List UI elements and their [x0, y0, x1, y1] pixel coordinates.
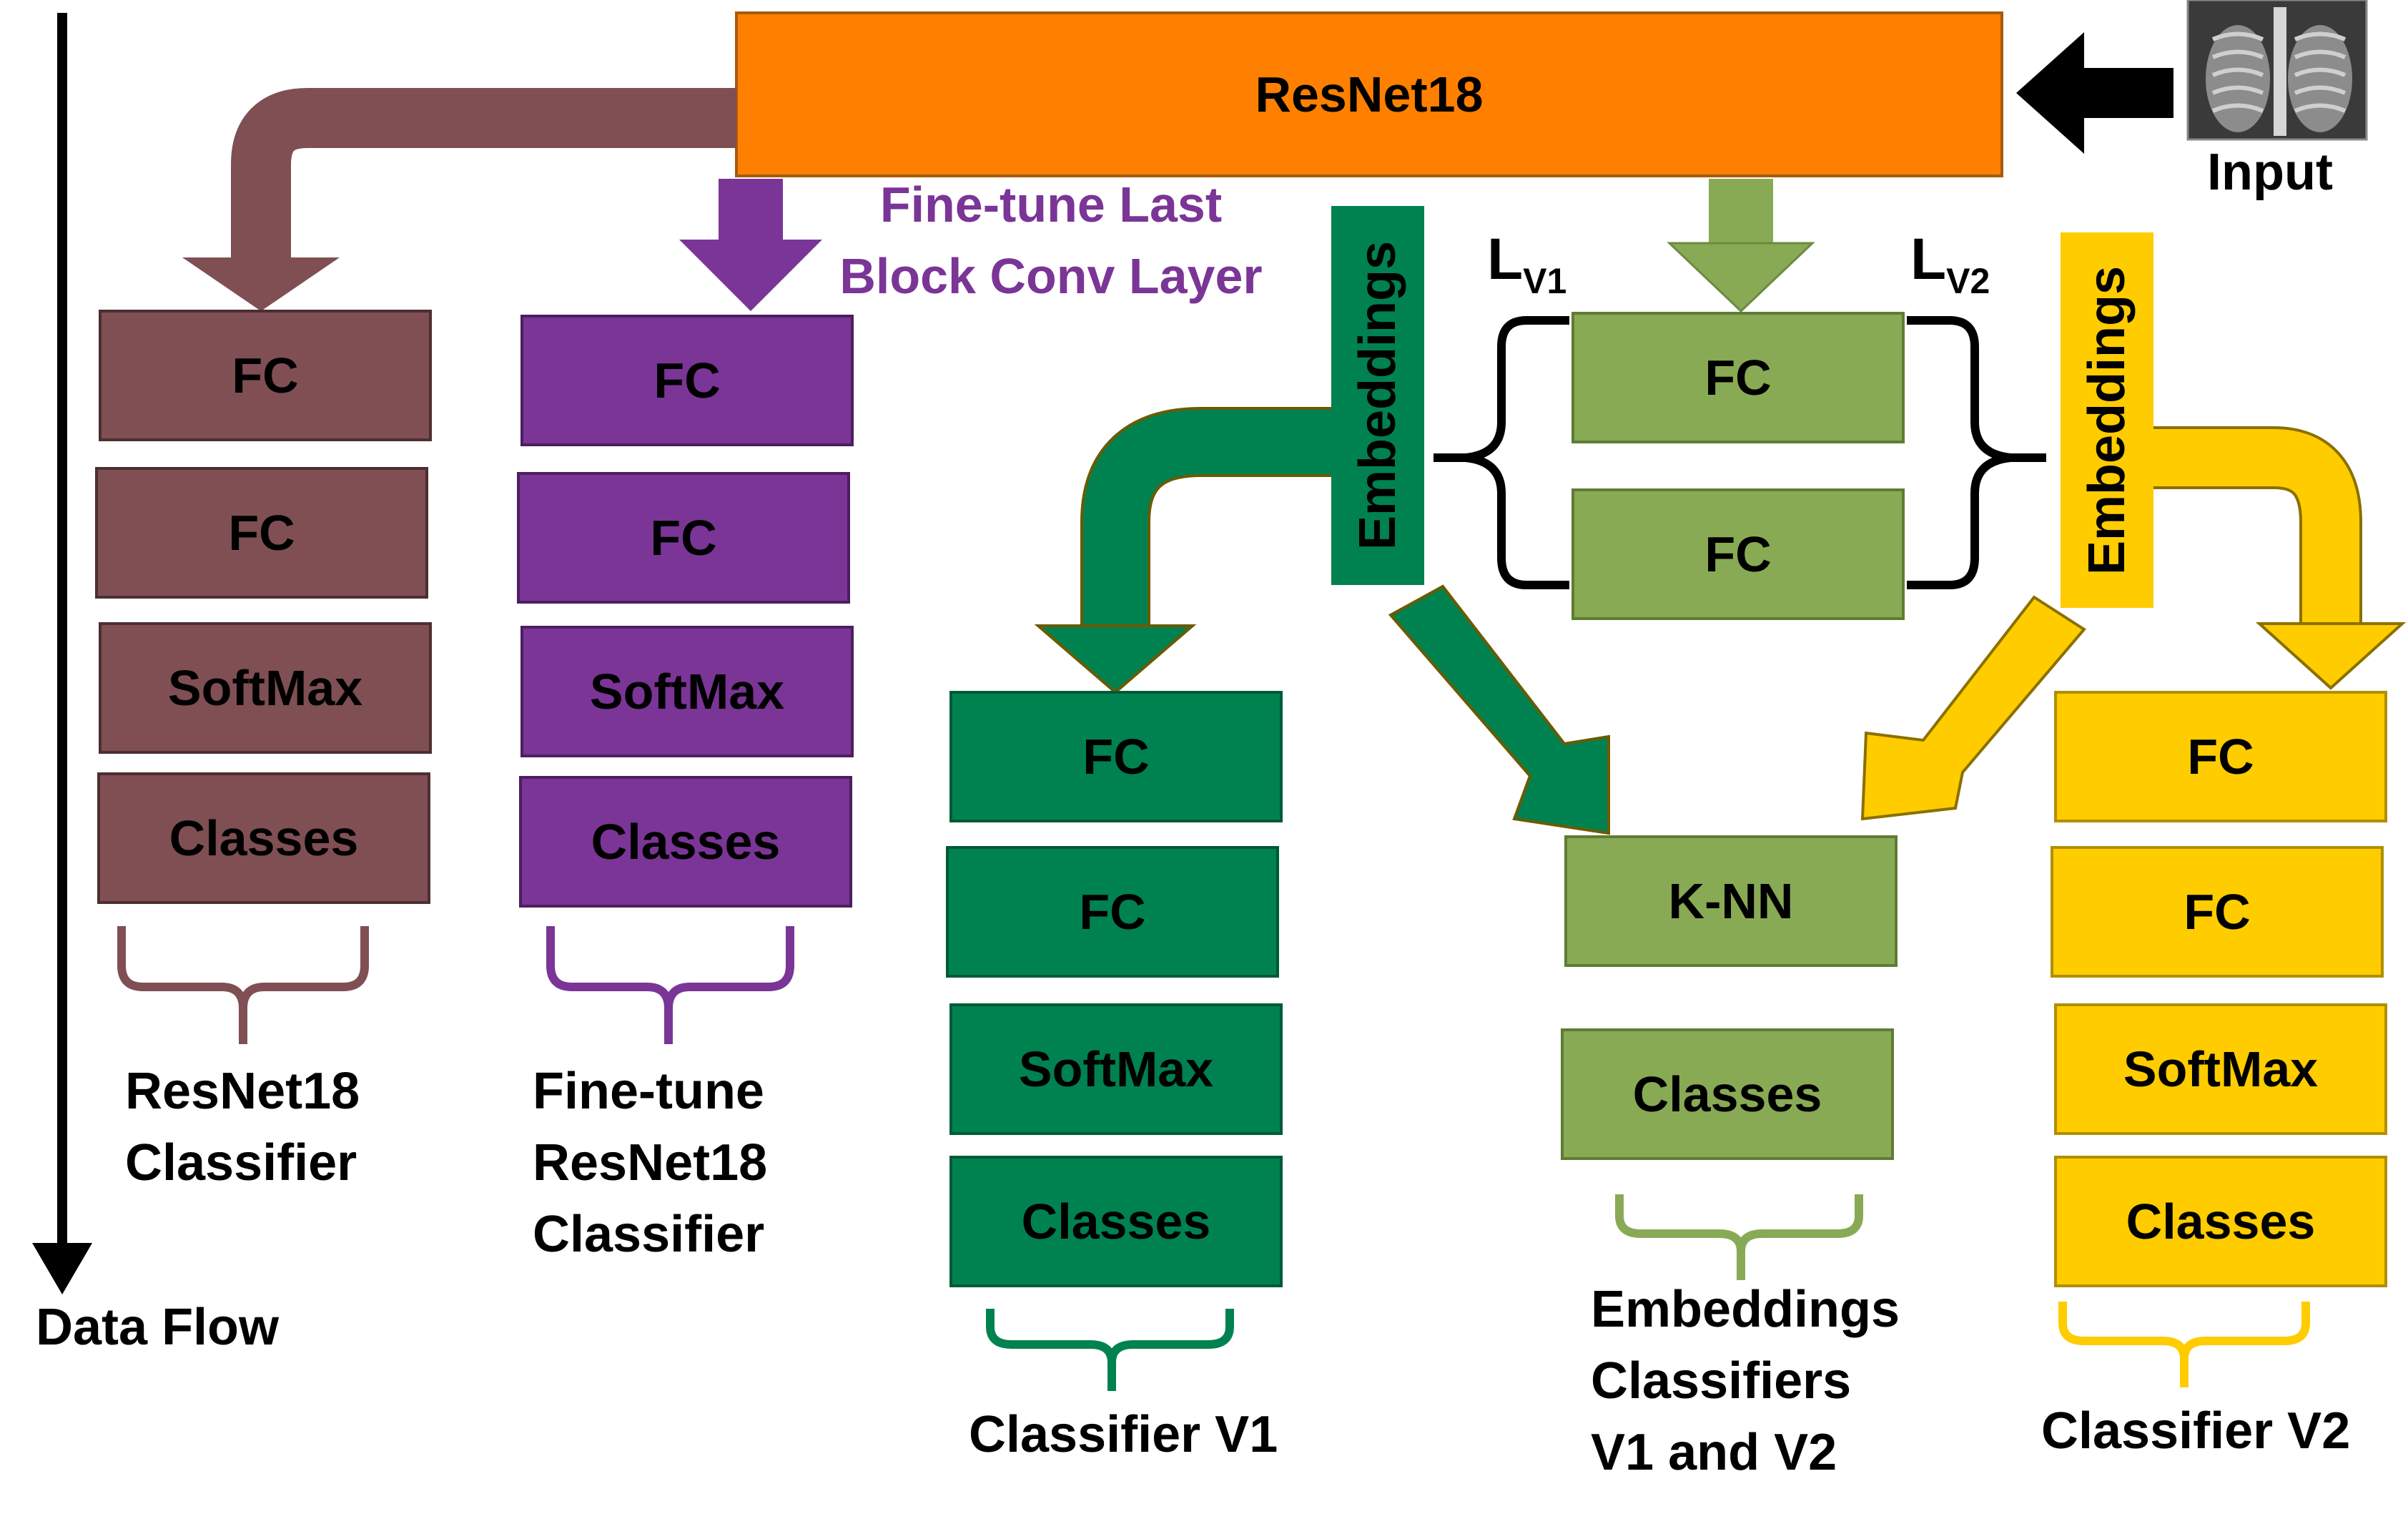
finetune-note-line2: Block Conv Layer — [839, 248, 1262, 304]
knn-caption-2: Classifiers — [1591, 1352, 1851, 1410]
classifier-v1-brace — [986, 1309, 1234, 1391]
resnet18-classifier-stack: FC FC SoftMax Classes — [95, 310, 432, 904]
v2-classes-label: Classes — [2126, 1194, 2316, 1249]
finetune-classifier-caption-2: ResNet18 — [533, 1134, 767, 1191]
finetune-softmax-label: SoftMax — [590, 664, 784, 719]
embeddings-v2-label: Embeddings — [2078, 266, 2136, 575]
lv2-brace — [1907, 316, 2046, 589]
resnet18-backbone-box — [735, 11, 2003, 177]
embeddings-v2-to-knn-arrow — [1860, 595, 2087, 821]
classifier-v2-stack: FC FC SoftMax Classes — [2051, 691, 2387, 1287]
classifier-v2-arrow — [2153, 426, 2407, 690]
resnet-fc2-label: FC — [228, 505, 295, 561]
knn-brace — [1615, 1194, 1863, 1280]
finetune-fc1-label: FC — [653, 353, 720, 408]
input-xray-image — [2186, 0, 2368, 141]
v2-fc1-label: FC — [2187, 729, 2254, 785]
v1-fc1-label: FC — [1082, 729, 1149, 785]
knn-stack: K-NN Classes — [1561, 835, 1898, 1160]
lv2-label: LV2 — [1910, 227, 1990, 301]
embeddings-v1-to-knn-arrow — [1388, 584, 1610, 835]
lv1-label: LV1 — [1487, 227, 1566, 301]
resnet18-backbone-label: ResNet18 — [1255, 67, 1483, 122]
knn-label: K-NN — [1669, 873, 1794, 929]
finetune-classifier-caption-1: Fine-tune — [533, 1063, 764, 1120]
finetune-note-line1: Fine-tune Last — [880, 177, 1222, 232]
v2-fc2-label: FC — [2184, 884, 2250, 940]
finetune-classifier-stack: FC FC SoftMax Classes — [517, 315, 854, 908]
classifier-v1-stack: FC FC SoftMax Classes — [946, 691, 1283, 1287]
resnet-softmax-label: SoftMax — [168, 660, 362, 716]
v1-classes-label: Classes — [1022, 1194, 1211, 1249]
classifier-v1-caption: Classifier V1 — [969, 1406, 1278, 1463]
resnet-classifier-caption-1: ResNet18 — [125, 1063, 360, 1120]
finetune-classifier-brace — [546, 926, 794, 1044]
input-arrow — [2016, 32, 2173, 154]
finetune-classes-label: Classes — [591, 814, 781, 870]
resnet-classes-label: Classes — [169, 810, 359, 866]
knn-caption-3: V1 and V2 — [1591, 1424, 1837, 1481]
finetune-arrow — [679, 179, 822, 311]
v2-softmax-label: SoftMax — [2123, 1041, 2318, 1097]
embeddings-v1-label: Embeddings — [1349, 241, 1406, 550]
resnet-classifier-brace — [117, 926, 369, 1044]
classifier-v2-brace — [2058, 1302, 2310, 1387]
v1-softmax-label: SoftMax — [1019, 1041, 1213, 1097]
embeddings-v2-box — [2061, 232, 2153, 608]
v1-fc2-label: FC — [1079, 884, 1145, 940]
data-flow-label: Data Flow — [36, 1299, 280, 1356]
classifier-v1-arrow — [1034, 407, 1331, 694]
knn-caption-1: Embeddings — [1591, 1281, 1900, 1338]
lv1-brace — [1434, 316, 1569, 589]
finetune-classifier-caption-3: Classifier — [533, 1206, 764, 1263]
data-flow-arrow — [32, 13, 92, 1294]
knn-classes-label: Classes — [1633, 1066, 1822, 1122]
resnet-classifier-arrow — [182, 88, 736, 311]
finetune-fc2-label: FC — [650, 510, 716, 566]
center-fc2-label: FC — [1704, 526, 1771, 582]
center-fc-stack: FC FC — [1571, 312, 1905, 620]
classifier-v2-caption: Classifier V2 — [2041, 1402, 2350, 1460]
input-label: Input — [2207, 144, 2333, 201]
center-fc-arrow — [1667, 179, 1815, 313]
center-fc1-label: FC — [1704, 350, 1771, 405]
resnet-fc1-label: FC — [232, 348, 298, 403]
embeddings-v1-box — [1331, 206, 1424, 585]
resnet-classifier-caption-2: Classifier — [125, 1134, 357, 1191]
